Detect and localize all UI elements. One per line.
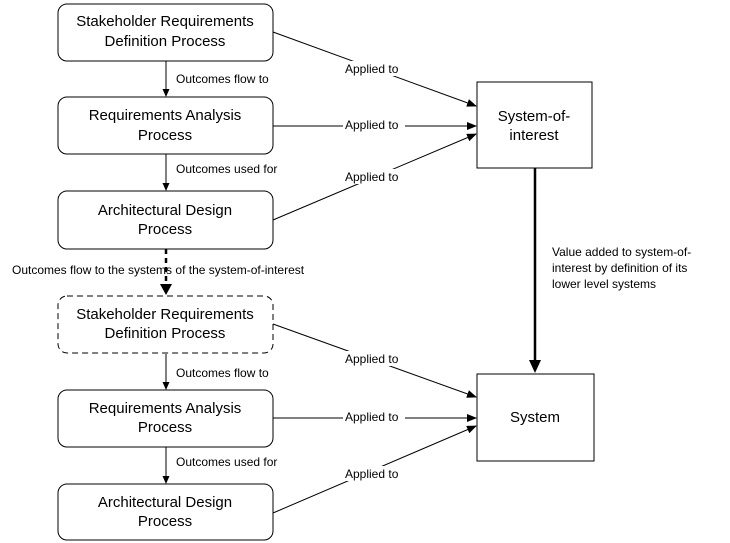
box-bottom-analysis-line1: Requirements Analysis: [89, 400, 242, 417]
box-system-line1: System: [510, 409, 560, 426]
box-bottom-analysis-line2: Process: [138, 419, 192, 436]
box-top-architectural-line1: Architectural Design: [98, 202, 232, 219]
box-system-of-interest-line1: System-of-: [498, 108, 571, 125]
box-bottom-stakeholder: Stakeholder Requirements Definition Proc…: [57, 295, 274, 354]
box-top-stakeholder-line1: Stakeholder Requirements: [76, 13, 254, 30]
bottom-flow-1-label: Outcomes flow to: [176, 366, 269, 380]
box-bottom-architectural-line2: Process: [138, 513, 192, 530]
box-bottom-architectural: Architectural Design Process: [57, 483, 274, 541]
box-bottom-architectural-line1: Architectural Design: [98, 494, 232, 511]
box-top-stakeholder: Stakeholder Requirements Definition Proc…: [57, 3, 274, 62]
middle-flow-label: Outcomes flow to the systems of the syst…: [12, 263, 305, 277]
top-flow-2-label: Outcomes used for: [176, 162, 277, 176]
box-top-stakeholder-line2: Definition Process: [105, 33, 226, 50]
applied-to-label-5: Applied to: [345, 410, 399, 424]
box-top-architectural: Architectural Design Process: [57, 190, 274, 250]
box-system: System: [476, 373, 595, 462]
applied-to-label-3: Applied to: [345, 170, 399, 184]
box-bottom-stakeholder-line2: Definition Process: [105, 325, 226, 342]
box-system-of-interest: System-of- interest: [476, 81, 593, 169]
box-bottom-analysis: Requirements Analysis Process: [57, 389, 274, 448]
box-top-analysis-line2: Process: [138, 127, 192, 144]
bottom-flow-2-label: Outcomes used for: [176, 455, 277, 469]
box-top-architectural-line2: Process: [138, 221, 192, 238]
applied-to-label-6: Applied to: [345, 467, 399, 481]
box-top-analysis: Requirements Analysis Process: [57, 96, 274, 155]
value-added-label-line2: interest by definition of its: [552, 261, 687, 275]
value-added-arrowhead: [529, 360, 541, 373]
applied-to-label-2: Applied to: [345, 118, 399, 132]
value-added-label-line1: Value added to system-of-: [552, 245, 691, 259]
box-bottom-stakeholder-line1: Stakeholder Requirements: [76, 306, 254, 323]
applied-to-label-4: Applied to: [345, 352, 399, 366]
box-system-of-interest-line2: interest: [509, 127, 559, 144]
middle-flow-arrowhead: [160, 284, 172, 295]
box-top-analysis-line1: Requirements Analysis: [89, 107, 242, 124]
top-flow-1-label: Outcomes flow to: [176, 72, 269, 86]
applied-to-label-1: Applied to: [345, 62, 399, 76]
value-added-label-line3: lower level systems: [552, 277, 656, 291]
